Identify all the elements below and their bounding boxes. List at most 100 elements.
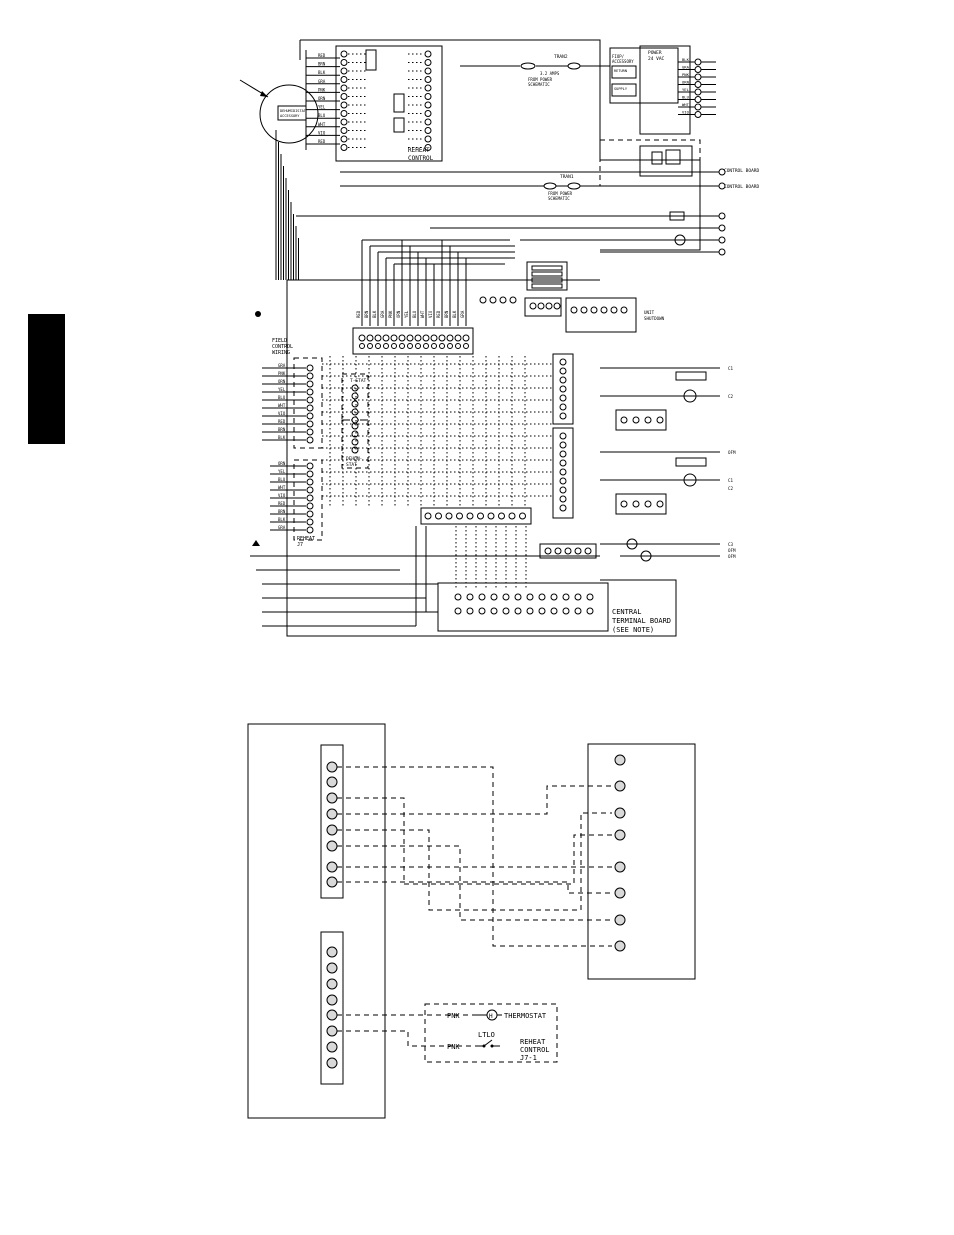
wire-tag: BLK [682,57,690,62]
ctb-pin [526,593,534,601]
bottom-pin [477,512,484,520]
module-pin [580,306,588,314]
wire-tag: GRA [278,525,286,530]
field-wiring-label-3: WIRING [272,350,290,356]
connector-pin [390,334,398,342]
module-pin [590,306,598,314]
field-terminal [306,518,314,526]
wire-tag: PNK [388,310,393,318]
detail-right-terminal [614,861,626,873]
detail-right-terminal [614,829,626,841]
detail-left-terminal [326,824,338,836]
reheat-pin [424,67,432,75]
from-power-label-2: SCHEMATIC [528,82,550,87]
wire-tag: YEL [682,87,690,92]
bottom-pin [574,547,582,555]
module-pin [570,306,578,314]
comp-terminal [559,441,567,449]
mid-modules: UNIT SHUTDOWN [479,261,665,333]
wire-tag: GRA [682,65,690,70]
ctb-pin [574,593,582,601]
bottom-pin [498,512,505,520]
wire-tag: WHT [318,122,326,127]
ctb-pin [538,607,546,615]
wire-tag: WHT [682,102,690,107]
detail-left-terminal [326,761,338,773]
detail-right-terminal [614,940,626,952]
bus-terminal [718,224,726,232]
connector-pin [415,343,421,349]
central-terminal-board: CENTRAL TERMINAL BOARD (SEE NOTE) [250,311,671,634]
ctb-pin [466,593,474,601]
ctb-label-3: (SEE NOTE) [612,626,654,634]
from-power-label-3: FROM POWER [548,191,573,196]
power-terminal [694,66,702,73]
wire-tag: PNK [278,371,286,376]
reheat-pin [340,76,348,83]
reheat-label-1: REHEAT [520,1038,546,1046]
control-board-label-1: CONTROL BOARD [724,168,760,174]
reheat-pin [424,135,432,143]
connector-pin [367,343,373,349]
detail-diagram: H THERMOSTAT PNK PNK LTLO REHEAT CONTROL… [247,723,696,1119]
module-pin [600,306,608,314]
module-slot [531,277,563,283]
field-control-wiring: FIELD CONTROL WIRING GRAPNKORNYELBLUWHTV… [262,338,323,548]
wire-tag: BRN [364,310,369,318]
ctb-pin [454,607,462,615]
module-slot [531,265,563,271]
connector-pin [447,343,453,349]
comp-terminal [559,367,567,375]
bus-terminal [718,168,726,176]
comp-terminal [559,358,567,366]
field-terminal [306,436,314,444]
detail-right-terminal [614,914,626,926]
bottom-pin [487,512,495,520]
relay-terminal [644,500,652,508]
field-terminal [306,526,314,534]
ctb-pin [574,607,582,615]
field-terminal [306,428,314,436]
wire-tag: PNK [318,87,326,92]
reheat-control-board: REHEAT CONTROL [335,45,443,162]
unit-shutdown-label-2: SHUTDOWN [644,316,665,321]
reheat-label-3: J7-1 [520,1054,537,1062]
wire-tag: RED [356,310,361,318]
power-24vac-label-1: POWER [648,50,662,56]
field-terminal [306,470,314,478]
wire-tag: BRN [278,509,286,514]
comp-terminal [559,459,567,467]
main-wiring-schematic: REHEAT CONTROL DEHUMIDISTAT ACCESSORY RE… [239,39,760,637]
detail-left-terminal [326,1041,338,1053]
field-terminal [306,388,314,396]
ctb-pin [490,593,498,601]
bottom-pin [435,512,442,520]
dehumidistat-label-2: ACCESSORY [280,114,300,118]
wire-tag: VIO [278,411,286,416]
connector-pin [455,343,461,349]
supply-smoke-label: SUPPLY [614,87,628,91]
dehum-terminal [351,438,359,446]
wire-tag: BLU [278,395,286,400]
thermostat-label: THERMOSTAT [504,1012,547,1020]
detail-right-terminal [614,780,626,792]
detail-left-terminal [326,776,338,788]
right-terminal-label: OFM [728,548,736,553]
comp-terminal [559,432,567,440]
ctb-pin [502,607,510,615]
wire-tag: PNK [682,72,690,77]
bus-terminal [718,182,726,190]
ctb-pin [586,607,594,615]
module-pin [553,302,561,310]
reheat-label-2: CONTROL [520,1046,550,1054]
tran2-label: TRAN2 [554,54,568,60]
reheat-pin [424,144,432,151]
ctb-pin [514,593,522,601]
wire-tag: GRA [380,310,385,318]
ctb-pin [550,607,558,615]
wire-tag: GRA [278,363,286,368]
wire-tag: YEL [278,469,286,474]
reheat-pin [340,84,348,92]
central-connector-top [352,327,474,355]
bus-terminal [718,236,726,244]
